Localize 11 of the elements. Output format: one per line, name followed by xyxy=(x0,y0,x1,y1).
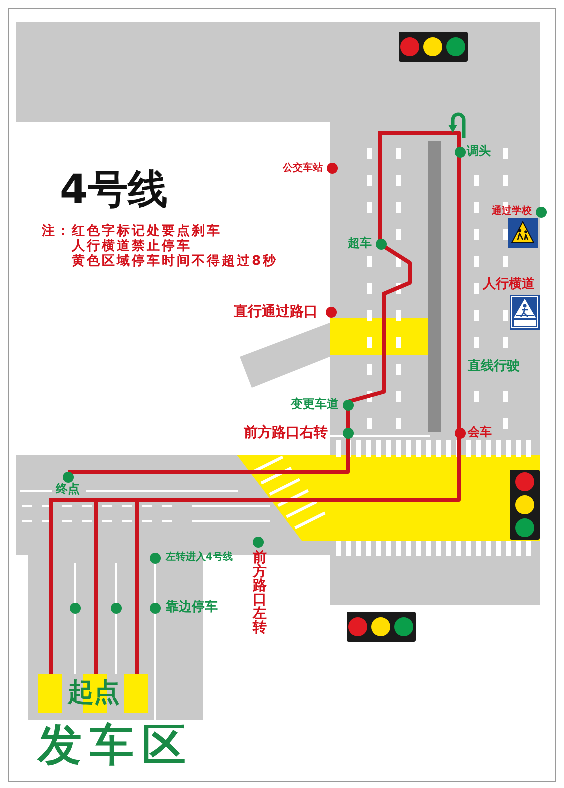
location-label: 人行横道 xyxy=(483,278,535,292)
location-label: 调头 xyxy=(467,145,491,159)
location-label: 通过学校 xyxy=(492,206,532,218)
note-text: 注：红色字标记处要点刹车 xyxy=(42,224,222,239)
map-title: 4号线 xyxy=(60,167,168,213)
note-text: 人行横道禁止停车 xyxy=(72,240,192,254)
location-label: 超车 xyxy=(348,237,372,251)
zone-label: 发车区 xyxy=(38,720,194,772)
location-label: 直行通过路口 xyxy=(234,304,318,320)
note-text: 黄色区域停车时间不得超过8秒 xyxy=(72,254,278,270)
location-label: 公交车站 xyxy=(283,163,323,175)
